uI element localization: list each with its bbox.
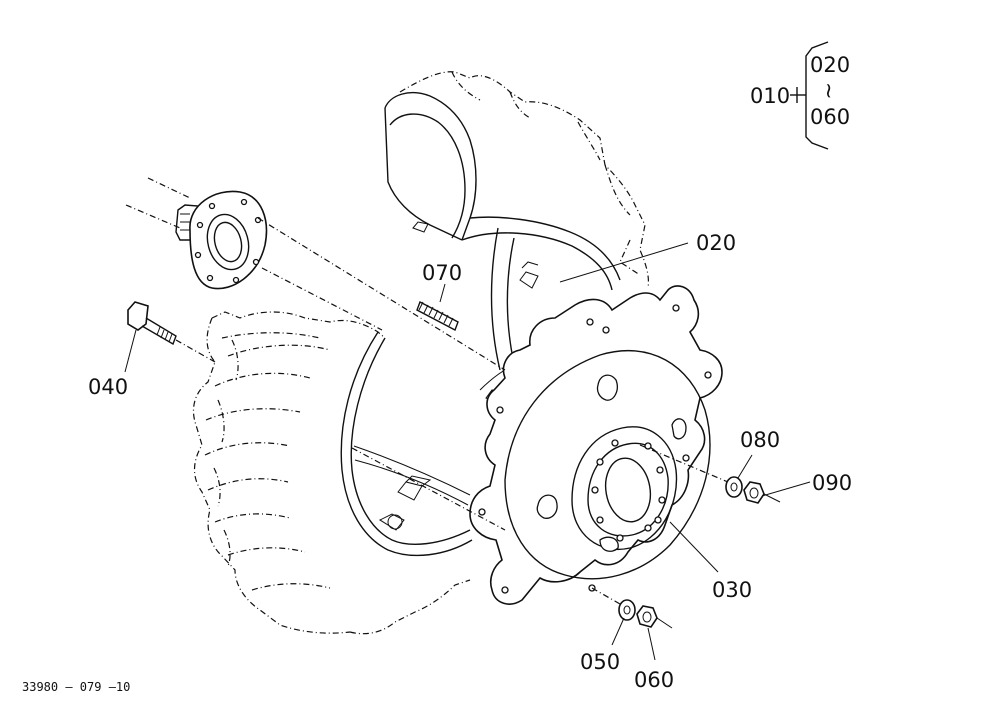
label-090: 090	[812, 471, 852, 495]
leader-lines	[124, 242, 811, 661]
carriage-bolt	[127, 301, 216, 363]
label-060: 060	[634, 668, 674, 692]
label-range-end: 060	[810, 105, 850, 129]
drawing-number: 33980 – 079 –10	[22, 680, 130, 694]
hub-flange	[125, 177, 268, 290]
outer-tire-shadow	[399, 71, 650, 289]
lower-tire	[192, 311, 471, 635]
assembly-legend	[790, 41, 829, 150]
label-070: 070	[422, 261, 462, 285]
wheel-disc	[469, 285, 723, 605]
label-range-start: 020	[810, 53, 850, 77]
label-040: 040	[88, 375, 128, 399]
label-010: 010	[750, 84, 790, 108]
assembly-center-lines	[257, 217, 729, 531]
washer-nut-bottom	[591, 587, 673, 629]
stud-bolt	[416, 301, 459, 331]
washer-nut-right	[725, 476, 781, 504]
label-080: 080	[740, 428, 780, 452]
part-labels: 010 020 ~ 060 020 070 040 080 090 030 05…	[22, 53, 852, 694]
legend-bracket	[805, 41, 829, 150]
label-030: 030	[712, 578, 752, 602]
label-range-tilde: ~	[817, 82, 841, 100]
label-020: 020	[696, 231, 736, 255]
label-050: 050	[580, 650, 620, 674]
